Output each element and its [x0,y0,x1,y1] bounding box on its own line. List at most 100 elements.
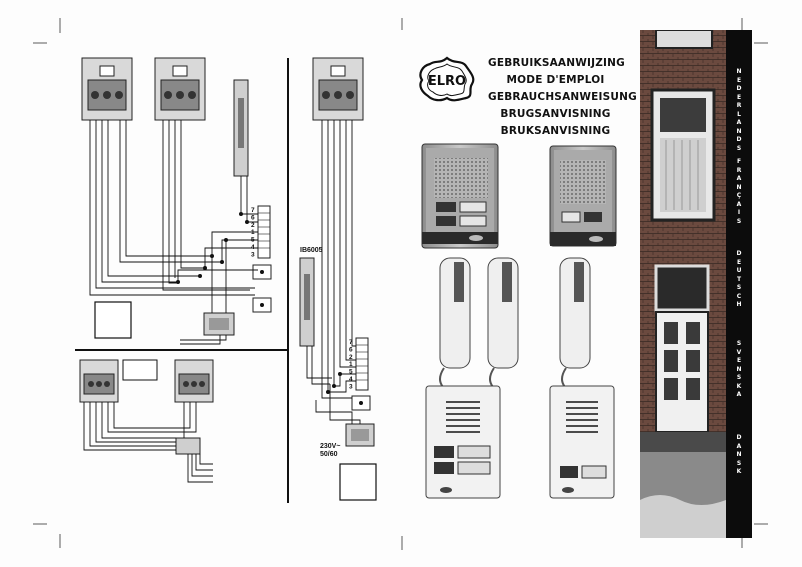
handset-base-3 [79,359,119,403]
house-facade-photo [640,30,726,538]
language-letter: N [736,127,742,135]
language-letter: N [736,183,742,191]
switch-3 [351,395,371,411]
terminal-number: 7 [251,207,255,214]
language-letter: F [736,158,742,165]
language-letter: S [736,374,742,381]
language-letter: A [736,200,742,208]
elro-logo: ELRO [419,56,475,102]
title-se: BRUGSANVISNING [500,108,611,120]
language-letter: D [736,250,742,257]
language-letter: E [736,258,742,266]
language-letter: E [736,93,742,101]
language-letter: S [736,459,742,467]
language-letter: H [736,301,742,308]
terminal-block-2 [355,337,369,391]
model-label: IB6005 [300,247,323,254]
power-label-line2: 50/60 [320,451,338,458]
language-letter: A [736,442,742,450]
language-letter: K [736,382,742,390]
switch-2 [252,297,272,313]
terminal-number: 7 [349,339,353,346]
language-letter: N [736,365,742,373]
facade-door [654,264,710,433]
crop-marks [33,18,768,550]
wires-bottom-left [83,402,213,483]
terminal-number: 2 [349,354,353,361]
language-letter: K [736,468,742,475]
terminal-number: 6 [251,214,255,221]
language-letter: V [736,348,742,356]
language-letter: E [736,76,742,84]
terminal-number: 1 [251,229,255,236]
language-letter: R [736,102,742,109]
facade-window-top [655,30,713,49]
terminal-number: 4 [251,244,255,251]
mains-box-2 [122,359,158,381]
wires-middle [306,120,361,424]
electric-door-lock-2 [299,257,315,347]
logo-text: ELRO [428,74,466,89]
terminal-number: 2 [251,222,255,229]
language-letter: E [736,357,742,364]
language-letter: S [736,284,742,291]
language-letter: Ç [736,192,742,199]
wire-junctions-1 [176,212,249,284]
terminal-number: 5 [349,369,353,376]
language-letter: R [736,166,742,174]
handset-base-1 [81,57,133,121]
mains-box-1 [94,301,132,339]
language-letter: L [737,110,741,118]
indoor-handset-single [549,257,615,499]
terminal-number: 4 [349,376,353,383]
language-letter: U [736,267,742,274]
outdoor-panel-two-button [421,143,499,249]
title-fr: MODE D'EMPLOI [506,74,605,86]
transformer-3 [345,423,375,447]
title-nl: GEBRUIKSAANWIJZING [488,57,625,69]
mains-box-3 [339,463,377,501]
language-letter: N [736,68,742,75]
title-dk: BRUKSANVISNING [500,125,611,137]
title-de: GEBRAUCHSANWEISUNG [488,91,637,103]
language-letter: T [736,275,742,283]
language-letter: A [736,175,742,182]
terminal-number: 6 [349,346,353,353]
language-letter: S [736,340,742,347]
language-letter: I [737,209,741,216]
handset-base-2 [154,57,206,121]
electric-door-lock-1 [233,79,249,177]
handset-base-4 [174,359,214,403]
language-letter: D [736,85,742,92]
terminal-number: 1 [349,361,353,368]
language-letter: A [736,119,742,126]
language-letter: A [736,391,742,398]
product-illustrations [421,143,617,499]
language-letter: S [736,144,742,152]
facade-window [650,88,716,222]
language-letter: C [736,292,742,300]
transformer-1 [203,312,235,336]
wire-junctions-2 [326,372,342,394]
transformer-2 [175,437,201,455]
switch-1 [252,264,272,280]
language-letter: S [736,217,742,225]
outdoor-panel-one-button [549,145,617,247]
language-letter: N [736,451,742,458]
power-label-line1: 230V~ [320,443,340,450]
language-letter: D [736,434,742,441]
terminal-number: 3 [251,251,255,258]
language-letter: D [736,136,742,143]
handset-base-5 [312,57,364,121]
terminal-block-1 [257,205,271,259]
